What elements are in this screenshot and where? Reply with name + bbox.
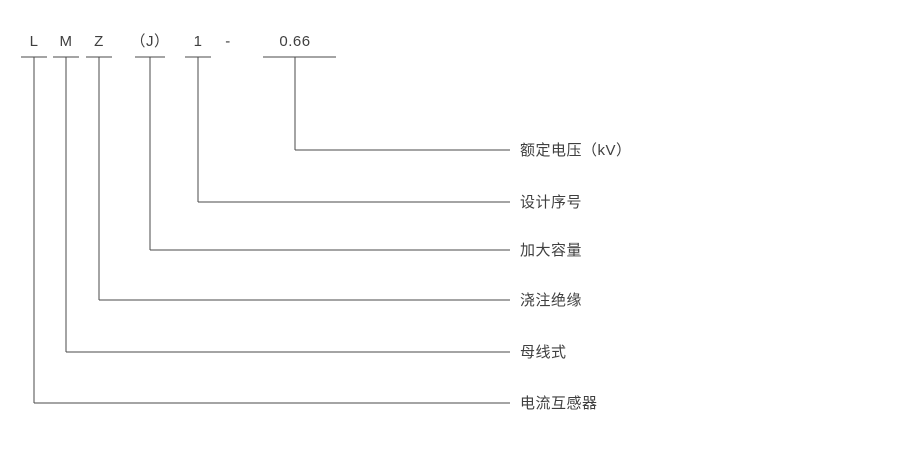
code-token-4: 1: [193, 33, 203, 50]
code-token-3: （J）: [130, 33, 170, 50]
code-token-6: 0.66: [279, 33, 311, 50]
description-label-design-serial: 设计序号: [520, 194, 583, 211]
description-label-increased-capacity: 加大容量: [520, 242, 583, 259]
code-token-1: M: [59, 33, 73, 50]
code-token-0: L: [29, 33, 39, 50]
description-label-rated-voltage: 额定电压（kV）: [520, 142, 632, 159]
code-token-2: Z: [94, 33, 104, 50]
description-label-current-transformer: 电流互感器: [520, 395, 598, 412]
description-label-busbar-type: 母线式: [520, 344, 567, 361]
code-token-5: -: [225, 33, 231, 50]
description-label-cast-insulation: 浇注绝缘: [520, 292, 583, 309]
leader-lines-group: [33, 57, 510, 404]
